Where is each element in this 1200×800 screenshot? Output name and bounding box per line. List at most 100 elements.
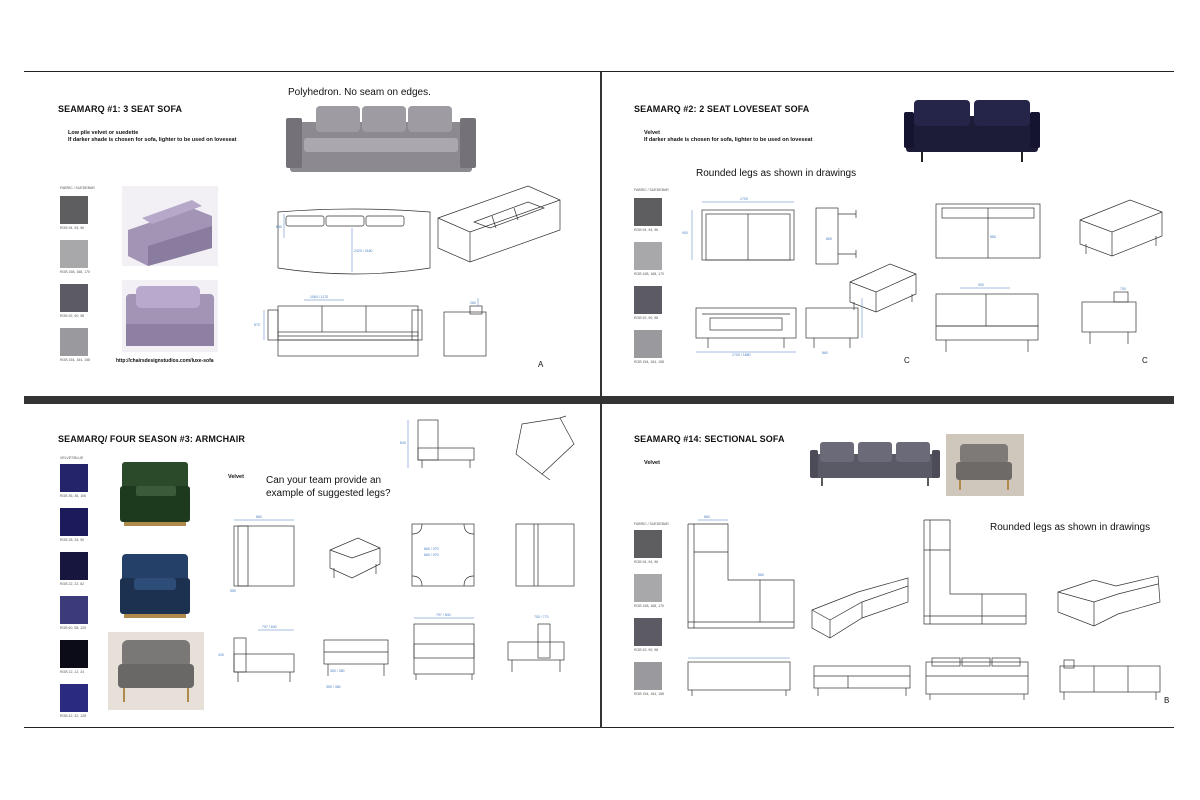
sectional-plan-b-drawing	[923, 519, 1027, 625]
svg-text:700 / 770: 700 / 770	[534, 615, 549, 619]
sectional-photo-chair	[946, 434, 1024, 496]
bottom-rule	[24, 727, 1174, 728]
loveseat-side-plan-drawing: 860	[815, 207, 857, 265]
sofa-photo-closeup	[122, 280, 218, 352]
sheet-letter: B	[1164, 696, 1170, 705]
swatch	[60, 284, 88, 312]
swatch	[60, 464, 88, 492]
svg-text:880: 880	[990, 235, 996, 239]
armchair-photo-blue	[116, 548, 194, 622]
swatch-code: RGB 28, 26, 90	[60, 538, 85, 542]
armchair-photo-gray	[108, 632, 204, 710]
sofa-front-drawing: 1060 / 1170 870	[254, 295, 423, 357]
armchair-perspective-top	[515, 415, 575, 481]
design-callout: Rounded legs as shown in drawings	[696, 168, 857, 179]
sofa-perspective-drawing	[437, 185, 561, 263]
fabric-note-line1: Velvet	[644, 130, 660, 136]
sectional-front-drawing	[687, 657, 791, 696]
svg-text:550: 550	[230, 589, 236, 593]
armchair-side-c-drawing: 700 / 770	[507, 615, 565, 672]
swatch-code: RGB 154, 154, 158	[634, 692, 664, 696]
swatch-header: FABRIC / SUEDEBAR	[634, 188, 669, 192]
swatch	[60, 196, 88, 224]
svg-text:840: 840	[400, 441, 406, 445]
loveseat-side-b-drawing: 700	[1081, 287, 1137, 344]
svg-text:860: 860	[704, 515, 710, 519]
swatch-code: RGB 154, 154, 158	[634, 360, 664, 364]
swatch-code: RGB 92, 90, 98	[634, 648, 659, 652]
swatch-code: RGB 154, 154, 158	[60, 358, 90, 362]
swatch-code: RGB 12, 12, 24	[60, 670, 85, 674]
swatch	[634, 330, 662, 358]
svg-text:1700 / 1880: 1700 / 1880	[732, 353, 751, 357]
swatch	[634, 574, 662, 602]
swatch	[60, 508, 88, 536]
svg-text:350 / 380: 350 / 380	[330, 669, 345, 673]
panel-title: SEAMARQ #14: SECTIONAL SOFA	[634, 434, 785, 444]
svg-text:2420 / 2160: 2420 / 2160	[354, 249, 373, 253]
swatch-header: FABRIC / SUEDEBAR	[634, 522, 669, 526]
center-divider	[600, 72, 602, 728]
panel-title: SEAMARQ/ FOUR SEASON #3: ARMCHAIR	[58, 434, 245, 444]
fabric-note: Velvet	[644, 460, 660, 466]
swatch	[60, 552, 88, 580]
armchair-front-drawing: 350 / 380 350 / 380	[323, 639, 389, 689]
sectional-front-b-drawing	[925, 657, 1029, 700]
swatch-code: RGB 92, 90, 98	[634, 316, 659, 320]
swatch	[60, 328, 88, 356]
svg-text:1700: 1700	[740, 197, 748, 201]
swatch-code: RGB 42, 42, 128	[60, 714, 87, 718]
svg-text:350 / 380: 350 / 380	[326, 685, 341, 689]
armchair-side-drawing: 840	[400, 419, 475, 468]
fabric-note: Velvet If darker shade is chosen for sof…	[644, 130, 824, 144]
armchair-photo-green	[116, 456, 194, 530]
armchair-back-b-drawing: 797 / 840	[413, 613, 475, 680]
panel-title: SEAMARQ #1: 3 SEAT SOFA	[58, 104, 183, 114]
panel-armchair: SEAMARQ/ FOUR SEASON #3: ARMCHAIR Velvet…	[24, 404, 600, 726]
swatch-code: RGB 92, 90, 98	[60, 314, 85, 318]
loveseat-plan-drawing: 1700 900	[682, 197, 795, 261]
swatch	[60, 596, 88, 624]
sectional-perspective-b-drawing	[1057, 575, 1161, 627]
swatch-header: VELVET/BLUE	[60, 456, 84, 460]
sectional-plan-drawing: 860 860	[687, 515, 795, 629]
armchair-perspective-drawing	[329, 537, 381, 579]
sheet-letter-left: C	[904, 356, 910, 365]
sheet-letter: A	[538, 360, 544, 369]
sectional-perspective-drawing	[811, 577, 909, 639]
svg-text:797 / 840: 797 / 840	[262, 625, 277, 629]
svg-text:860: 860	[256, 515, 262, 519]
swatch	[634, 618, 662, 646]
svg-text:860 / 970: 860 / 970	[424, 553, 439, 557]
sectional-photo	[810, 442, 940, 486]
armchair-top-drawing: 860 / 970 860 / 970	[411, 523, 475, 587]
svg-text:797 / 840: 797 / 840	[436, 613, 451, 617]
top-rule	[24, 71, 1174, 72]
fabric-note-line2: If darker shade is chosen for sofa, ligh…	[68, 137, 237, 143]
svg-text:260: 260	[470, 301, 476, 305]
armchair-back-drawing	[515, 523, 575, 587]
swatch	[634, 242, 662, 270]
sofa-photo-angle	[122, 186, 218, 266]
svg-text:900: 900	[978, 283, 984, 287]
loveseat-front-drawing: 1700 / 1880	[695, 307, 797, 357]
middle-rule	[24, 396, 1174, 404]
sofa-side-drawing: 260	[443, 298, 487, 357]
swatch	[60, 640, 88, 668]
armchair-side-b-drawing: 797 / 840 430	[218, 625, 295, 682]
swatch-code: RGB 36, 36, 106	[60, 494, 87, 498]
svg-text:430: 430	[218, 653, 224, 657]
swatch	[634, 662, 662, 690]
svg-text:860: 860	[826, 237, 832, 241]
swatch-code: RGB 168, 168, 170	[60, 270, 90, 274]
sofa-plan-drawing: 840 2420 / 2160	[276, 208, 431, 275]
swatch-code: RGB 94, 94, 96	[634, 560, 659, 564]
svg-text:860 / 970: 860 / 970	[424, 547, 439, 551]
swatch-header: FABRIC / SUEDEBAR	[60, 186, 95, 190]
design-callout: Polyhedron. No seam on edges.	[288, 87, 431, 98]
swatch-code: RGB 168, 168, 170	[634, 272, 664, 276]
loveseat-perspective-drawing	[1079, 199, 1163, 257]
swatch-code: RGB 94, 94, 96	[60, 226, 85, 230]
panel-3-seat-sofa: SEAMARQ #1: 3 SEAT SOFA Low pile velvet …	[24, 74, 600, 396]
loveseat-side-drawing: 860	[805, 298, 863, 355]
